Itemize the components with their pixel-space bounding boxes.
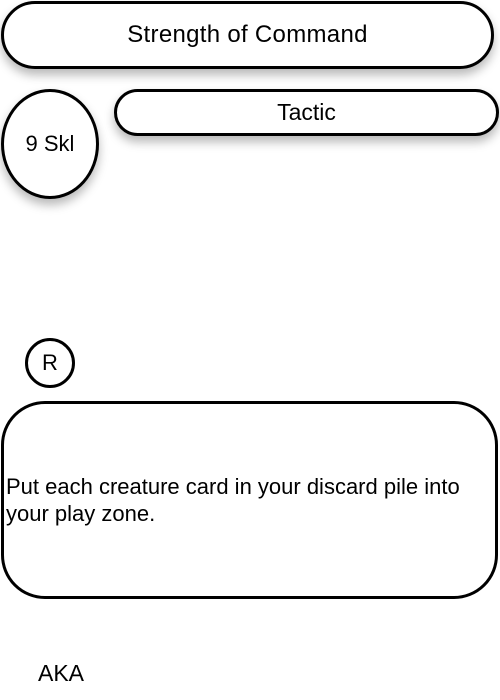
card-rarity-badge: R: [25, 338, 75, 388]
card-name-bar: Strength of Command: [1, 1, 494, 69]
card-type-bar: Tactic: [114, 89, 499, 136]
card-cost-badge: 9 Skl: [1, 89, 99, 199]
card-rules-box: Put each creature card in your discard p…: [1, 401, 498, 599]
card-aka-label: AKA: [38, 660, 85, 686]
card-name: Strength of Command: [127, 21, 368, 48]
card-cost: 9 Skl: [25, 131, 75, 156]
card-type: Tactic: [277, 99, 336, 125]
card-rarity: R: [42, 350, 58, 375]
card-rules-text: Put each creature card in your discard p…: [6, 474, 460, 526]
